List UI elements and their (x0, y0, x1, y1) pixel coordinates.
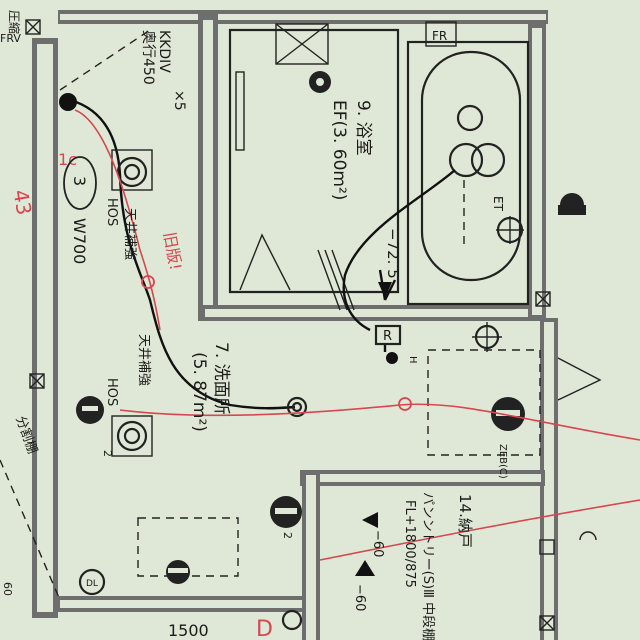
label-pantry: パンントリー(S)Ⅲ 中段棚 (420, 492, 435, 640)
label-storage: 14.納戸 (456, 494, 474, 548)
label-fl-dim: FL+1800/875 (402, 500, 417, 588)
water-heater-icon (560, 193, 584, 205)
walls (25, 10, 558, 640)
label-right-mid: ZEB(C) (497, 444, 508, 479)
label-kkdiv: KKDIV (156, 30, 172, 73)
label-h: H (407, 356, 418, 364)
label-left-top: 圧縮 (7, 10, 22, 34)
dl-icon (78, 568, 106, 596)
label-hos-2: HOS (104, 378, 119, 406)
storage-room (355, 512, 597, 576)
junction-dot (59, 93, 77, 111)
label-fr: FR (432, 29, 447, 43)
dashed-line (59, 29, 151, 91)
red-note-side: 旧版! (160, 231, 185, 272)
label-times5: ×5 (171, 90, 187, 111)
r-box (374, 324, 402, 346)
label-dim-725: −72. 5 (384, 228, 402, 279)
label-dim-60a: −60 (370, 530, 385, 557)
label-left-fr: FRV (0, 32, 21, 45)
wiring (59, 93, 456, 410)
label-num-2a: 2 (101, 450, 114, 457)
red-markings: 43 1c 旧版! D (8, 109, 640, 640)
label-dim-1500: 1500 (168, 621, 209, 640)
label-bath-area: EF(3. 60m²) (329, 100, 349, 200)
fan-icon (286, 396, 308, 418)
label-ceiling-reinforce-1: 天井補強 (122, 208, 137, 260)
arrow-down-icon (378, 282, 392, 298)
ceiling-light-icon (116, 156, 148, 188)
column-markers (25, 19, 555, 631)
label-et: ET (491, 196, 505, 212)
label-hos-1: HOS (104, 198, 119, 226)
label-wash-area: (5. 87m²) (189, 352, 209, 432)
circle-marker (63, 156, 97, 210)
dashed-line-2 (0, 459, 61, 601)
label-circle-num: 3 (70, 176, 89, 186)
bathtub (406, 21, 530, 306)
label-r: R (383, 329, 392, 344)
label-wash-name: 7. 洗面所 (211, 342, 231, 415)
label-dim-60b: −60 (352, 584, 367, 611)
ceiling-light-icon-2 (116, 420, 148, 452)
labels: KKDIV 奥行450 ×5 3 W700 HOS 天井補強 HOS 天井補強 … (0, 10, 508, 640)
label-ceiling-reinforce-2: 天井補強 (136, 334, 151, 386)
label-depth: 奥行450 (140, 30, 157, 85)
bath-devices (275, 23, 586, 245)
label-dl: DL (86, 579, 98, 589)
red-note-1c: 1c (58, 150, 77, 169)
red-note-43: 43 (8, 188, 36, 217)
label-w700: W700 (70, 218, 89, 264)
label-bath-name: 9. 浴室 (353, 100, 373, 156)
red-note-d: D (256, 617, 273, 640)
label-num-2b: 2 (281, 532, 294, 539)
label-dim-60c: 60 (1, 582, 14, 596)
wash-room (76, 149, 602, 631)
light-icon (456, 104, 484, 132)
shower-area (228, 28, 400, 311)
